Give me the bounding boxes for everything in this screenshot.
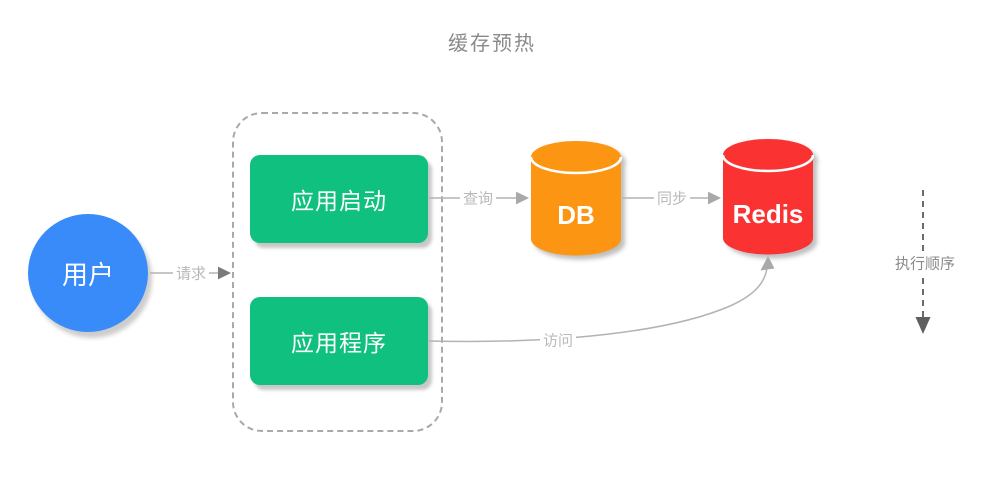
sync-arrowhead-icon xyxy=(708,191,721,205)
query-edge-label: 查询 xyxy=(459,187,497,209)
access-edge-label: 访问 xyxy=(539,329,577,351)
sync-edge-label: 同步 xyxy=(653,187,691,209)
request-arrowhead-icon xyxy=(218,266,231,280)
redis-cylinder-icon xyxy=(722,139,814,255)
diagram-title: 缓存预热 xyxy=(448,33,536,55)
app-program-node: 应用程序 xyxy=(250,297,428,385)
access-arrowhead-icon xyxy=(760,256,775,271)
app-start-node: 应用启动 xyxy=(250,155,428,243)
db-node-label: DB xyxy=(557,200,595,230)
db-node: DB xyxy=(530,140,622,257)
execution-order-label: 执行顺序 xyxy=(894,251,956,275)
user-node-label: 用户 xyxy=(61,259,114,290)
db-cylinder-icon xyxy=(530,141,622,256)
app-program-node-label: 应用程序 xyxy=(291,330,387,356)
access-arrow-curve xyxy=(428,267,768,343)
request-edge-label: 请求 xyxy=(172,262,210,284)
user-node: 用户 xyxy=(28,214,148,332)
app-start-node-label: 应用启动 xyxy=(291,188,387,214)
query-arrowhead-icon xyxy=(516,191,529,205)
redis-node-label: Redis xyxy=(732,198,804,229)
execution-order-arrowhead-icon xyxy=(915,317,931,334)
redis-node: Redis xyxy=(722,138,814,256)
